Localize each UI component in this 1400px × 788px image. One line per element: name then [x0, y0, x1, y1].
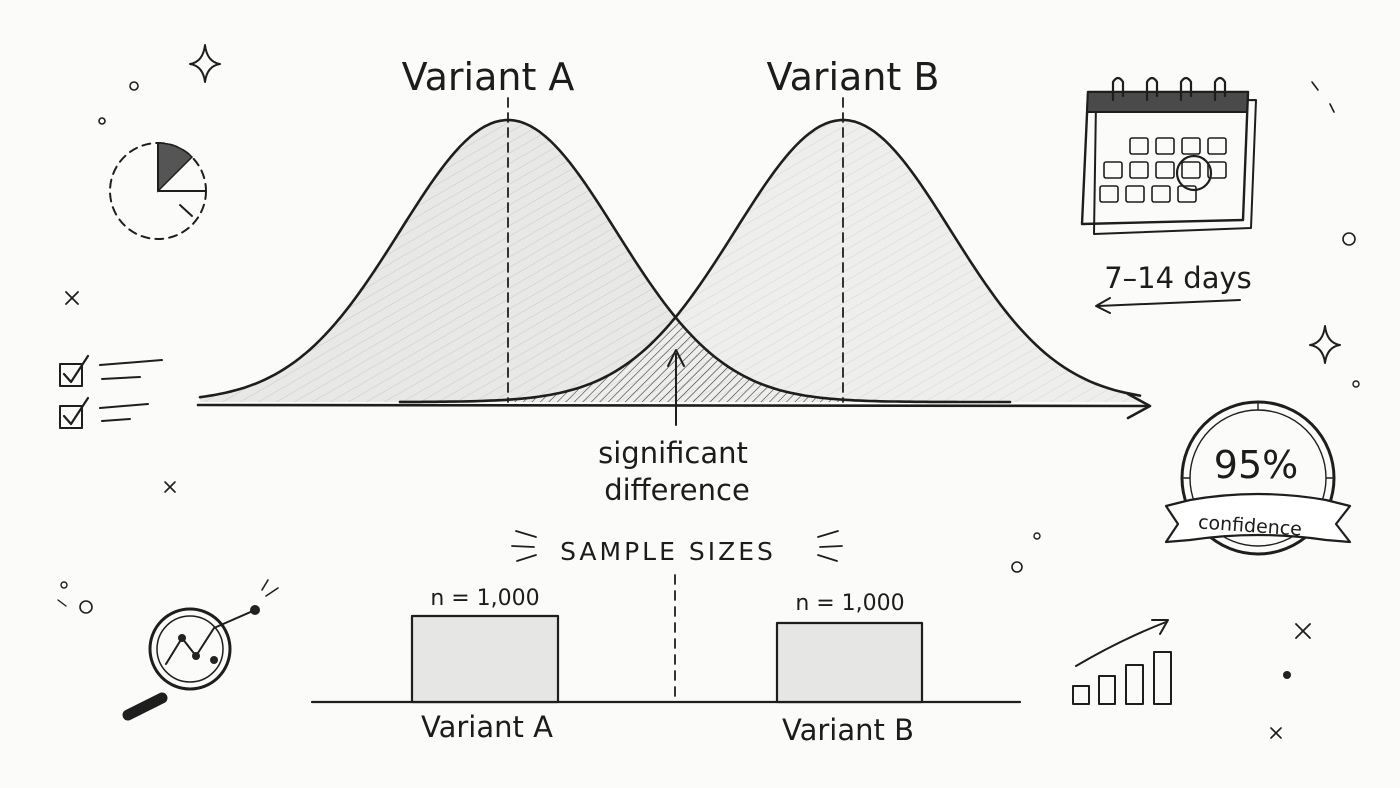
- calendar-ring: [1111, 76, 1125, 102]
- sample-sizes-heading: SAMPLE SIZES: [560, 537, 776, 566]
- x-axis-arrow: [196, 392, 1152, 420]
- confidence-badge-icon: 95% confidence: [1164, 400, 1352, 556]
- sample-label-variant-b: Variant B: [782, 713, 914, 747]
- duration-arrow: [1095, 297, 1241, 314]
- calendar-day-cell: [1155, 161, 1175, 179]
- decorative-marks: [57, 81, 1360, 739]
- sample-sizes-section: SAMPLE SIZES n = 1,000 n = 1,000 Variant…: [310, 530, 1022, 747]
- calendar-ring: [1179, 76, 1193, 102]
- sample-label-variant-a: Variant A: [421, 710, 553, 744]
- calendar-day-cell: [1181, 161, 1201, 179]
- sample-n-variant-a: n = 1,000: [430, 586, 539, 611]
- pie-chart-icon: [109, 142, 207, 240]
- significance-label-line1: significant: [598, 436, 748, 470]
- calendar-day-cell: [1207, 137, 1227, 155]
- calendar-ring: [1145, 76, 1159, 102]
- growth-bars-icon: [1072, 619, 1172, 705]
- calendar-day-cell: [1177, 185, 1197, 203]
- variant-a-title: Variant A: [402, 55, 575, 99]
- calendar-day-cell: [1155, 137, 1175, 155]
- calendar-day-cell: [1129, 137, 1149, 155]
- sample-bar-variant-a: [410, 614, 560, 704]
- checklist-icon: [59, 354, 163, 429]
- variant-a-curve: [198, 118, 1012, 404]
- calendar-day-cell: [1125, 185, 1145, 203]
- calendar-day-cell: [1207, 161, 1227, 179]
- sample-bar-variant-b: [775, 621, 924, 704]
- significance-arrow: [667, 349, 685, 426]
- variant-b-curve: [398, 118, 1142, 404]
- calendar-day-cell: [1151, 185, 1171, 203]
- duration-label: 7–14 days: [1104, 261, 1252, 295]
- magnifier-chart-icon: [122, 579, 279, 721]
- calendar-icon: [1080, 76, 1257, 235]
- confidence-value: 95%: [1214, 443, 1298, 487]
- calendar-day-cell: [1099, 185, 1119, 203]
- variant-b-title: Variant B: [767, 55, 940, 99]
- calendar-day-cell: [1181, 137, 1201, 155]
- calendar-day-cell: [1103, 161, 1123, 179]
- sample-n-variant-b: n = 1,000: [795, 591, 904, 616]
- distribution-chart: Variant A Variant B significant differen…: [196, 55, 1152, 507]
- calendar-ring: [1213, 76, 1227, 102]
- sample-sizes-heading-sparks: [511, 530, 843, 562]
- significance-label-line2: difference: [604, 473, 750, 507]
- sparkle-icon: [189, 44, 1341, 364]
- calendar-day-cell: [1129, 161, 1149, 179]
